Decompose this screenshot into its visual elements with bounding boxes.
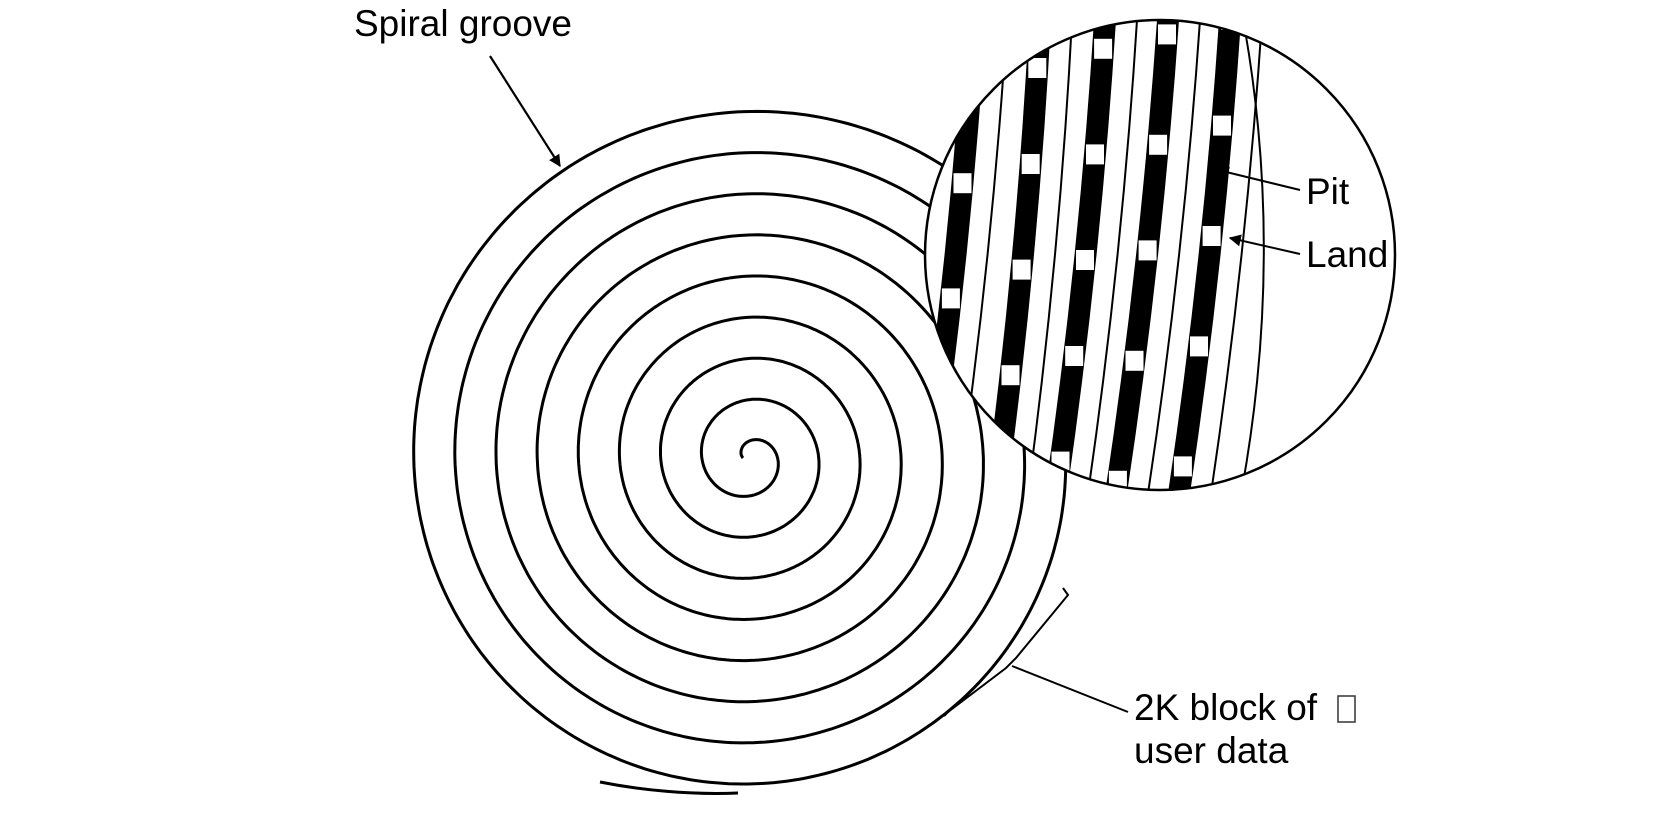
pit-icon [962, 67, 981, 88]
magnifier-outline [923, 18, 1397, 492]
land-edge [1146, 20, 1201, 490]
data-block-brace [943, 587, 1070, 717]
spiral-groove-callout: Spiral groove [354, 3, 572, 168]
pit-icon [1076, 250, 1094, 270]
pit-icon [1086, 144, 1104, 165]
pit-icon [1202, 226, 1221, 246]
land-edge [1086, 20, 1138, 490]
data-block-label-line1: 2K block of [1134, 687, 1318, 728]
pit-icon [1138, 240, 1157, 261]
pit-callout: Pit [1216, 166, 1350, 212]
data-block-callout: 2K block of user data [943, 587, 1356, 771]
pit-icon [1190, 336, 1208, 357]
pit-icon [1065, 346, 1084, 366]
pit-icon [1213, 115, 1231, 136]
pit-icon [1158, 24, 1176, 45]
pit-icon [1012, 259, 1031, 280]
pit-icon [941, 288, 960, 309]
spiral-groove-line [412, 109, 1068, 786]
spiral-groove-leader [489, 55, 561, 168]
land-leader [1228, 234, 1301, 255]
spiral-end-tail [599, 780, 739, 795]
land-edge [1026, 20, 1073, 490]
pit-icon [1221, 20, 1239, 30]
spiral-groove [412, 109, 1068, 795]
pit-icon [1021, 154, 1040, 174]
pit-icon [1149, 134, 1168, 155]
spiral-groove-label: Spiral groove [354, 3, 572, 44]
groove-track [1167, 20, 1241, 490]
land-label: Land [1306, 234, 1388, 275]
pit-icon [1094, 38, 1113, 59]
data-block-leader [1011, 665, 1129, 713]
pit-icon [1001, 365, 1020, 386]
data-block-label-line2: user data [1134, 730, 1289, 771]
pit-icon [989, 461, 1008, 482]
land-edge [1239, 29, 1265, 490]
pit-leader [1216, 166, 1301, 191]
land-callout: Land [1228, 234, 1388, 275]
pit-icon [1173, 456, 1192, 477]
pit-icon [1028, 58, 1047, 78]
pit-icon [1125, 350, 1144, 371]
pit-icon [953, 173, 972, 194]
pit-label: Pit [1306, 171, 1350, 212]
missing-glyph-box [1337, 695, 1356, 723]
land-edge [1209, 20, 1263, 490]
